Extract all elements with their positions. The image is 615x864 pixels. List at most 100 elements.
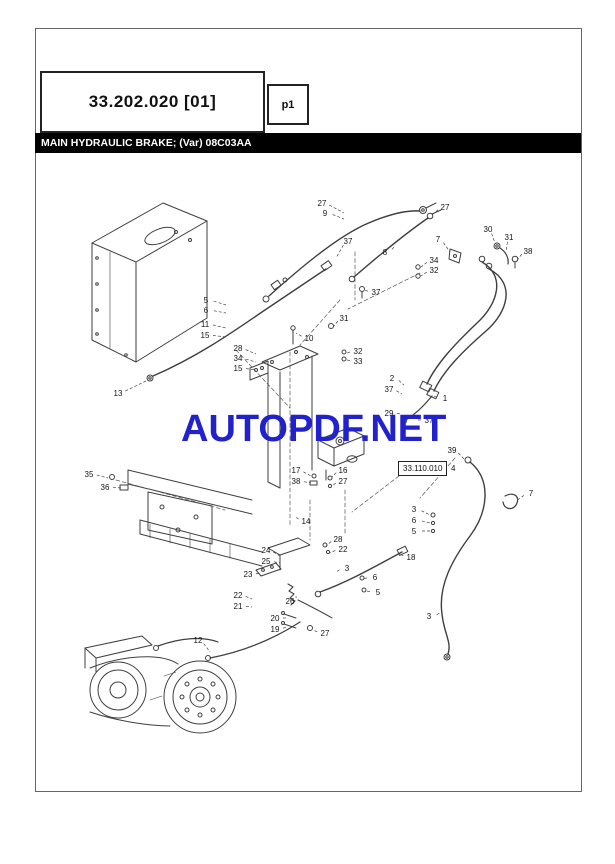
part-callout: 34 [234,354,243,363]
part-callout: 38 [292,477,301,486]
part-callout: 32 [430,266,439,275]
leader-line [212,335,227,338]
page-number-box: p1 [267,84,309,125]
leader-line [420,262,428,268]
leader-line [255,572,262,574]
part-callout: 22 [339,545,348,554]
part-callout: 27 [321,629,330,638]
section-title: MAIN HYDRAULIC BRAKE; (Var) 08C03AA [41,137,252,149]
part-callout: 10 [305,334,314,343]
callout-labels: 2793727873031383432375611152834151031323… [85,199,534,645]
leader-line [295,516,299,520]
leader-line [332,214,345,220]
part-callout: 29 [385,409,394,418]
part-callout: 37 [372,288,381,297]
part-callout: 36 [101,483,110,492]
leader-line [396,390,403,395]
part-callout: 37 [425,416,434,425]
part-callout: 28 [334,535,343,544]
part-callout: 5 [204,296,209,305]
part-callout: 14 [302,517,311,526]
part-callout: 8 [383,248,388,257]
part-callout: 5 [376,588,381,597]
page-number: p1 [281,98,295,111]
leader-line [331,472,337,478]
construction-lines [115,251,456,541]
leader-line [346,359,351,361]
leader-line [282,626,288,629]
ref-box-callout: 4 [451,464,456,473]
part-callout: 11 [201,320,210,329]
part-callout: 27 [339,477,348,486]
leader-line [245,368,257,371]
part-callout: 22 [234,591,243,600]
leader-line [325,541,332,547]
part-callout: 21 [234,602,243,611]
hose-artwork-bottom [153,545,409,661]
part-callout: 20 [271,614,280,623]
leader-line [203,643,211,653]
leader-line [515,495,525,502]
leader-line [443,242,451,253]
cross-reference-box: 33.110.010 [398,461,448,476]
part-callout: 7 [436,235,441,244]
leader-line [458,452,465,460]
part-callout: 37 [385,385,394,394]
part-callout: 15 [201,331,210,340]
leader-line [505,241,508,253]
leader-line [125,380,147,392]
leader-line [421,520,431,524]
doc-number: 33.202.020 [01] [88,92,217,111]
valve-artwork [309,427,365,489]
leader-line [362,577,368,580]
leader-line [363,289,369,292]
part-callout: 33 [354,357,363,366]
page-frame [35,28,582,792]
part-callout: 39 [448,446,457,455]
hose-artwork-long-right [440,456,519,661]
part-callout: 17 [292,466,301,475]
part-callout: 5 [412,527,417,536]
leader-line [396,413,402,415]
leader-line [491,233,496,244]
part-callout: 7 [529,489,534,498]
part-callout: 26 [286,597,295,606]
leader-line [391,245,396,250]
part-callout: 6 [204,306,209,315]
part-callout: 38 [524,247,533,256]
leader-line [346,351,351,354]
part-callout: 23 [244,570,253,579]
part-callout: 24 [262,546,271,555]
leader-line [335,244,344,259]
part-callout: 25 [262,557,271,566]
part-callout: 18 [407,553,416,562]
leader-line [273,561,281,564]
hose-artwork-right [401,242,519,424]
part-callout: 16 [339,466,348,475]
bracket-artwork [249,323,347,489]
part-callout: 1 [443,394,448,403]
diagram-artwork [84,202,519,734]
leader-line [245,349,257,355]
part-callout: 6 [412,516,417,525]
part-callout: 31 [505,233,514,242]
part-callout: 27 [441,203,450,212]
leader-line [213,300,227,306]
part-callout: 30 [484,225,493,234]
leader-line [420,271,427,277]
leader-line [245,358,257,363]
part-callout: 3 [345,564,350,573]
leader-line [273,551,281,557]
leader-line [303,471,312,477]
section-title-bar: MAIN HYDRAULIC BRAKE; (Var) 08C03AA [35,133,581,153]
leader-line [245,596,253,600]
leader-line [312,629,318,633]
leader-lines [96,204,525,653]
leader-line [295,332,302,337]
cross-reference-label: 33.110.010 [403,464,443,473]
leader-line [432,395,438,398]
part-callout: 15 [234,364,243,373]
part-callout: 19 [271,625,280,634]
part-callout: 6 [373,573,378,582]
